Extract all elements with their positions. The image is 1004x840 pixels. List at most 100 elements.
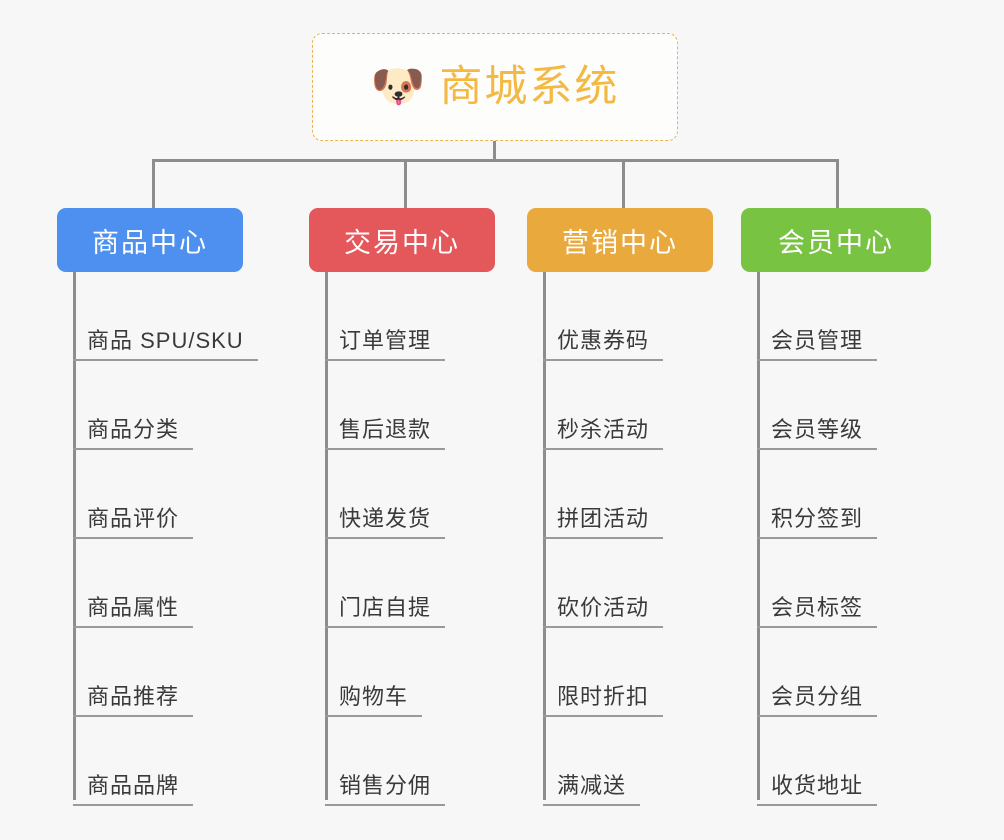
list-item[interactable]: 购物车 xyxy=(325,628,445,717)
list-item[interactable]: 砍价活动 xyxy=(543,539,664,628)
list-item[interactable]: 满减送 xyxy=(543,717,663,806)
leaf-label: 购物车 xyxy=(339,683,409,709)
branch-drop-connector-2 xyxy=(622,159,625,209)
leaf-list-1: 订单管理 售后退款 快递发货 门店自提 购物车 xyxy=(325,272,446,806)
branch-header-3[interactable]: 会员中心 xyxy=(741,208,931,272)
list-item[interactable]: 秒杀活动 xyxy=(543,361,664,450)
leaf-underline: 优惠券码 xyxy=(543,327,664,361)
leaf-label: 优惠券码 xyxy=(557,327,650,353)
list-item[interactable]: 限时折扣 xyxy=(543,628,664,717)
list-item[interactable]: 快递发货 xyxy=(325,450,446,539)
leaf-label: 快递发货 xyxy=(339,505,432,531)
list-item[interactable]: 商品属性 xyxy=(73,539,258,628)
leaf-underline: 会员分组 xyxy=(757,683,878,717)
leaf-label: 订单管理 xyxy=(339,327,432,353)
branch-marketing-center: 营销中心 优惠券码 秒杀活动 拼团活动 砍价活动 xyxy=(527,208,713,806)
list-item[interactable]: 商品推荐 xyxy=(73,628,258,717)
list-item[interactable]: 拼团活动 xyxy=(543,450,664,539)
leaf-label: 会员标签 xyxy=(771,594,864,620)
leaf-underline: 会员标签 xyxy=(757,594,878,628)
leaf-label: 门店自提 xyxy=(339,594,432,620)
leaf-label: 商品推荐 xyxy=(87,683,180,709)
leaf-label: 会员等级 xyxy=(771,416,864,442)
leaf-label: 会员管理 xyxy=(771,327,864,353)
leaf-label: 限时折扣 xyxy=(557,683,650,709)
branch-header-0[interactable]: 商品中心 xyxy=(57,208,243,272)
branch-trade-center: 交易中心 订单管理 售后退款 快递发货 门店自提 xyxy=(309,208,495,806)
leaf-underline: 商品评价 xyxy=(73,505,194,539)
leaf-label: 砍价活动 xyxy=(557,594,650,620)
branch-product-center: 商品中心 商品 SPU/SKU 商品分类 商品评价 商品属性 xyxy=(57,208,258,806)
list-item[interactable]: 优惠券码 xyxy=(543,272,664,361)
leaf-list-2: 优惠券码 秒杀活动 拼团活动 砍价活动 限时折扣 xyxy=(543,272,664,806)
leaf-underline: 门店自提 xyxy=(325,594,446,628)
leaf-underline: 满减送 xyxy=(543,773,641,806)
leaf-underline: 销售分佣 xyxy=(325,772,446,806)
branch-header-label-3: 会员中心 xyxy=(778,227,894,258)
branch-trunk-1 xyxy=(325,272,328,800)
branch-header-label-1: 交易中心 xyxy=(344,227,460,258)
leaf-label: 商品品牌 xyxy=(87,772,180,798)
leaf-underline: 积分签到 xyxy=(757,505,878,539)
list-item[interactable]: 会员等级 xyxy=(757,361,878,450)
leaf-label: 商品 SPU/SKU xyxy=(87,327,244,353)
leaf-label: 收货地址 xyxy=(771,772,864,798)
branch-header-1[interactable]: 交易中心 xyxy=(309,208,495,272)
branch-drop-connector-3 xyxy=(836,159,839,209)
leaf-label: 积分签到 xyxy=(771,505,864,531)
leaf-underline: 商品 SPU/SKU xyxy=(73,327,258,361)
list-item[interactable]: 会员管理 xyxy=(757,272,878,361)
leaf-underline: 秒杀活动 xyxy=(543,416,664,450)
branch-bus-connector xyxy=(152,159,838,162)
shiba-dog-face-emoji: 🐶 xyxy=(370,62,426,111)
leaf-label: 秒杀活动 xyxy=(557,416,650,442)
leaf-label: 商品评价 xyxy=(87,505,180,531)
leaf-underline: 砍价活动 xyxy=(543,594,664,628)
branch-trunk-2 xyxy=(543,272,546,800)
list-item[interactable]: 销售分佣 xyxy=(325,717,446,806)
leaf-label: 商品属性 xyxy=(87,594,180,620)
list-item[interactable]: 会员标签 xyxy=(757,539,878,628)
leaf-underline: 商品品牌 xyxy=(73,772,194,806)
root-title: 商城系统 xyxy=(439,62,620,111)
list-item[interactable]: 商品 SPU/SKU xyxy=(73,272,258,361)
branch-drop-connector-0 xyxy=(152,159,155,209)
list-item[interactable]: 积分签到 xyxy=(757,450,878,539)
branch-trunk-3 xyxy=(757,272,760,800)
leaf-list-0: 商品 SPU/SKU 商品分类 商品评价 商品属性 商品推荐 xyxy=(73,272,258,806)
leaf-underline: 商品属性 xyxy=(73,594,194,628)
leaf-underline: 拼团活动 xyxy=(543,505,664,539)
leaf-underline: 会员管理 xyxy=(757,327,878,361)
branch-member-center: 会员中心 会员管理 会员等级 积分签到 会员标签 xyxy=(741,208,931,806)
list-item[interactable]: 商品评价 xyxy=(73,450,258,539)
list-item[interactable]: 会员分组 xyxy=(757,628,878,717)
leaf-underline: 售后退款 xyxy=(325,416,446,450)
leaf-label: 会员分组 xyxy=(771,683,864,709)
leaf-underline: 快递发货 xyxy=(325,505,446,539)
branch-header-label-0: 商品中心 xyxy=(92,227,208,258)
leaf-label: 拼团活动 xyxy=(557,505,650,531)
leaf-underline: 商品推荐 xyxy=(73,683,194,717)
leaf-underline: 购物车 xyxy=(325,683,423,717)
leaf-underline: 订单管理 xyxy=(325,327,446,361)
branch-drop-connector-1 xyxy=(404,159,407,209)
list-item[interactable]: 售后退款 xyxy=(325,361,446,450)
list-item[interactable]: 门店自提 xyxy=(325,539,446,628)
list-item[interactable]: 收货地址 xyxy=(757,717,878,806)
leaf-label: 销售分佣 xyxy=(339,772,432,798)
root-stem-connector xyxy=(493,141,496,162)
leaf-list-3: 会员管理 会员等级 积分签到 会员标签 会员分组 xyxy=(757,272,878,806)
list-item[interactable]: 订单管理 xyxy=(325,272,446,361)
leaf-label: 商品分类 xyxy=(87,416,180,442)
leaf-underline: 限时折扣 xyxy=(543,683,664,717)
branch-header-label-2: 营销中心 xyxy=(562,227,678,258)
list-item[interactable]: 商品品牌 xyxy=(73,717,258,806)
leaf-label: 售后退款 xyxy=(339,416,432,442)
leaf-underline: 会员等级 xyxy=(757,416,878,450)
branch-header-2[interactable]: 营销中心 xyxy=(527,208,713,272)
leaf-underline: 商品分类 xyxy=(73,416,194,450)
leaf-underline: 收货地址 xyxy=(757,772,878,806)
root-node[interactable]: 🐶 商城系统 xyxy=(312,33,678,141)
list-item[interactable]: 商品分类 xyxy=(73,361,258,450)
